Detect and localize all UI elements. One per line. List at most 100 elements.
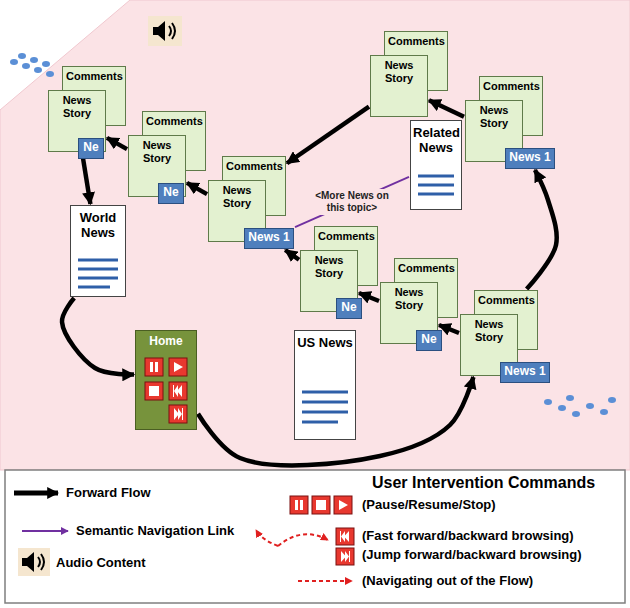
flow-arrow [62, 298, 134, 375]
home-control-icons [174, 362, 183, 372]
legend-box [5, 470, 625, 603]
legend-text: (Fast forward/backward browsing) [362, 528, 574, 543]
home-control-icons [169, 405, 187, 423]
node-text: News Story [464, 318, 514, 344]
semantic-link [295, 177, 409, 227]
home-panel: Home [135, 330, 197, 430]
control-icons [290, 496, 354, 565]
home-control-icons [150, 362, 153, 372]
control-icons [336, 528, 354, 545]
news-tab: News 1 [244, 228, 294, 249]
control-icons [290, 496, 308, 514]
news-page: US News [294, 330, 356, 440]
flow-dots [600, 409, 608, 415]
document-lines [302, 411, 348, 414]
news-tab: News 1 [500, 362, 550, 383]
navigate-out-sample [256, 530, 278, 546]
flow-dots [18, 53, 26, 59]
speaker-icon [18, 548, 50, 576]
flow-dots [608, 397, 616, 403]
home-control-icons [149, 386, 159, 396]
legend-text: (Pause/Resume/Stop) [362, 497, 496, 512]
speaker-icon [41, 554, 44, 570]
forward-flow-sample [14, 491, 58, 496]
node-text: Comments [388, 35, 444, 48]
news-tab: Ne [416, 330, 442, 351]
legend-text: Forward Flow [66, 485, 151, 500]
flow-arrow [82, 153, 90, 204]
node-text: News Story [212, 184, 262, 210]
document-lines [418, 175, 454, 178]
home-control-icons [145, 358, 187, 423]
news-tab: News 1 [505, 148, 555, 169]
flow-arrow [439, 325, 459, 333]
control-icons [300, 500, 303, 510]
control-icons [316, 500, 326, 510]
flow-dots [566, 395, 574, 401]
flow-dots [42, 61, 50, 67]
control-icons [334, 496, 352, 514]
home-control-icons [145, 358, 163, 376]
node-text: News Story [304, 254, 354, 280]
document-lines [302, 401, 348, 404]
node-text: Comments [66, 70, 122, 83]
legend-text: Semantic Navigation Link [76, 523, 234, 538]
node-text: Comments [478, 294, 534, 307]
document-lines [302, 391, 348, 394]
document-lines [302, 421, 338, 424]
speaker-icon [38, 557, 40, 567]
news-page: World News [70, 205, 126, 297]
semantic-link-sample [22, 530, 68, 532]
legend-text: (Navigating out of the Flow) [362, 573, 533, 588]
flow-dots [10, 59, 18, 65]
node-text: Ne [340, 299, 358, 315]
node-text: US News [297, 335, 353, 350]
node-text: Comments [318, 230, 374, 243]
control-icons [312, 496, 330, 514]
node-text: Ne [420, 331, 438, 347]
home-control-icons [173, 385, 182, 397]
speaker-icon [148, 16, 182, 46]
flow-arrow [287, 107, 369, 164]
control-icons [340, 531, 349, 542]
legend-heading: User Intervention Commands [372, 474, 595, 492]
flow-arrow [359, 293, 379, 301]
document-lines [78, 176, 454, 422]
news-tab: Ne [336, 298, 362, 319]
flow-dots [34, 67, 42, 73]
speaker-icon [169, 26, 171, 36]
navigate-out-sample [298, 580, 352, 582]
node-text: Ne [162, 184, 180, 200]
speaker-icon [172, 23, 175, 39]
news-tab: Ne [78, 138, 104, 159]
control-icons [339, 500, 348, 510]
document-lines [418, 184, 454, 187]
flow-arrow [285, 250, 299, 260]
news-page: Related News [410, 120, 462, 210]
home-control-icons [145, 382, 163, 400]
flow-dots [30, 57, 38, 63]
flow-arrow [107, 138, 127, 149]
flow-dots [544, 399, 552, 405]
legend-text: (Jump forward/backward browsing) [362, 547, 582, 562]
news-tab: Ne [158, 183, 184, 204]
node-text: Related News [413, 125, 459, 155]
node-text: Comments [483, 80, 539, 93]
flow-arrow [527, 170, 557, 289]
edge-label: <More News on this topic> [304, 189, 400, 215]
node-text: News 1 [248, 229, 290, 245]
node-text: News Story [52, 94, 102, 120]
home-control-icons [169, 382, 187, 400]
flow-arrow [429, 100, 464, 117]
flow-dots [22, 63, 30, 69]
navigate-out-sample [278, 534, 328, 546]
news-story-card: News Story [370, 55, 428, 117]
speaker-icon [153, 21, 165, 41]
speaker-icon [22, 552, 34, 572]
home-control-icons [169, 358, 187, 376]
control-icons [336, 548, 354, 565]
node-text: News Story [384, 286, 434, 312]
speaker-icon [18, 548, 50, 576]
